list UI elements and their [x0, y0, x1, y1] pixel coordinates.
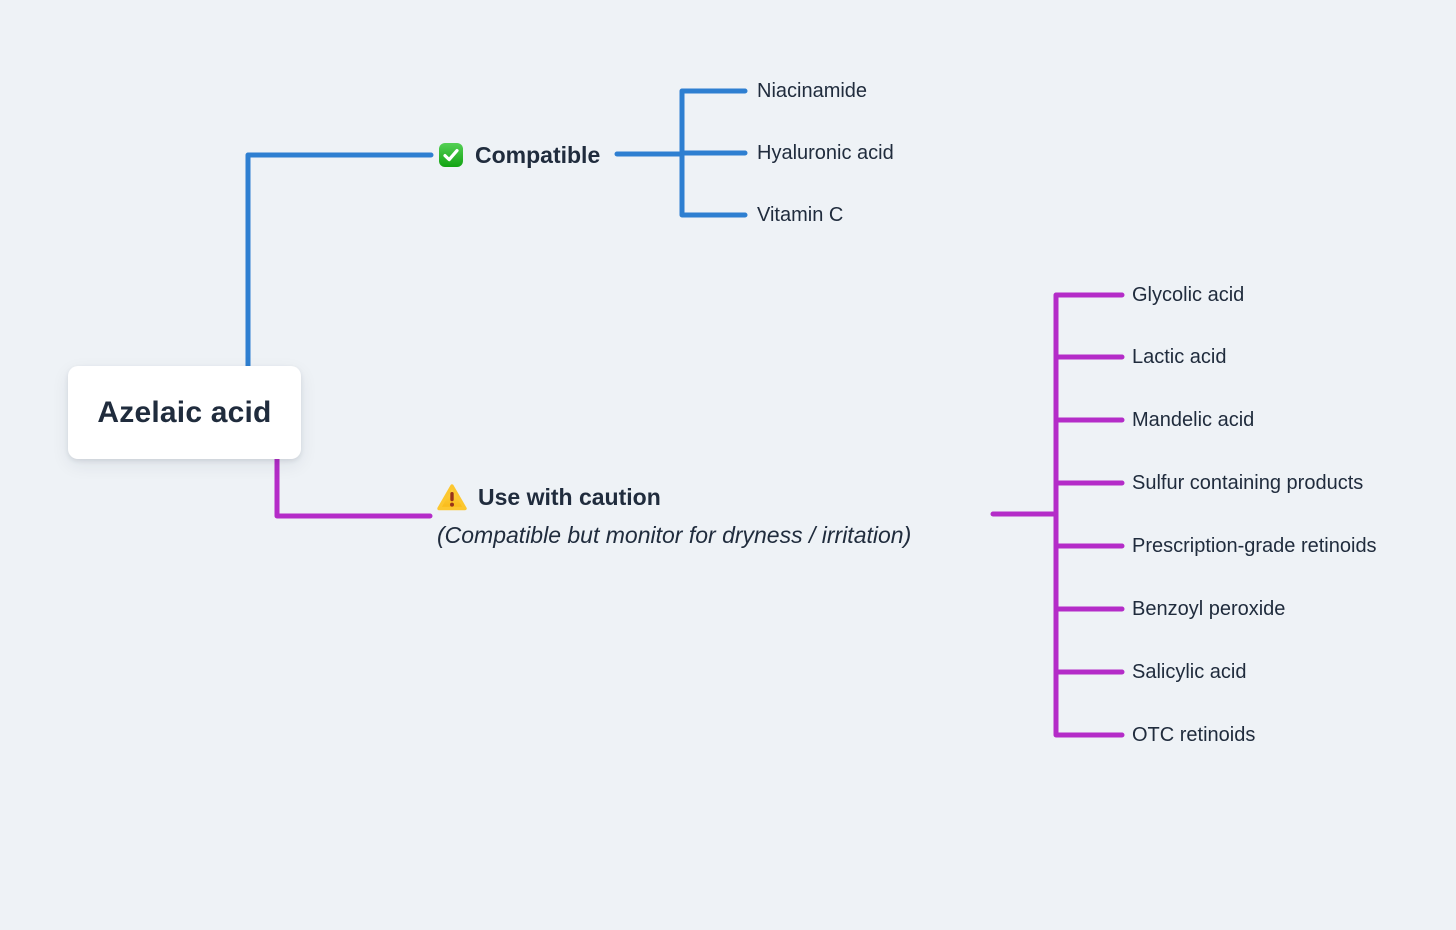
child-label-text: Vitamin C: [757, 203, 844, 226]
child-mandelic-acid[interactable]: Mandelic acid: [1132, 406, 1254, 434]
child-label-text: Glycolic acid: [1132, 283, 1245, 306]
child-label-text: Hyaluronic acid: [757, 141, 894, 164]
child-niacinamide[interactable]: Niacinamide: [757, 77, 867, 105]
child-glycolic-acid[interactable]: Glycolic acid: [1132, 281, 1244, 309]
branch-compatible[interactable]: Compatible: [438, 139, 600, 171]
child-label-text: OTC retinoids: [1132, 723, 1256, 746]
child-label-text: Lactic acid: [1132, 345, 1227, 368]
child-sulfur-products[interactable]: Sulfur containing products: [1132, 469, 1363, 497]
child-salicylic-acid[interactable]: Salicylic acid: [1132, 658, 1246, 686]
branch-caution-subtitle-text: (Compatible but monitor for dryness / ir…: [437, 521, 912, 548]
branch-caution-label: Use with caution: [478, 483, 661, 510]
check-icon: [438, 142, 464, 168]
warning-icon: [437, 483, 467, 511]
branch-caution-subtitle: (Compatible but monitor for dryness / ir…: [437, 516, 911, 554]
child-prescription-retinoids[interactable]: Prescription-grade retinoids: [1132, 532, 1377, 560]
child-label-text: Benzoyl peroxide: [1132, 597, 1286, 620]
branch-use-with-caution[interactable]: Use with caution (Compatible but monitor…: [437, 478, 911, 554]
child-label-text: Prescription-grade retinoids: [1132, 534, 1377, 557]
child-label-text: Niacinamide: [757, 79, 868, 102]
child-benzoyl-peroxide[interactable]: Benzoyl peroxide: [1132, 595, 1285, 623]
child-label-text: Salicylic acid: [1132, 660, 1247, 683]
child-label-text: Mandelic acid: [1132, 408, 1255, 431]
root-node-label: Azelaic acid: [97, 395, 272, 429]
child-otc-retinoids[interactable]: OTC retinoids: [1132, 721, 1255, 749]
child-lactic-acid[interactable]: Lactic acid: [1132, 343, 1227, 371]
branch-caution-title-row: Use with caution: [437, 478, 911, 516]
edge-root-to-compatible: [245, 152, 434, 369]
edge-compatible-spine: [679, 88, 748, 218]
child-hyaluronic-acid[interactable]: Hyaluronic acid: [757, 139, 894, 167]
branch-compatible-label: Compatible: [475, 141, 601, 168]
edge-root-to-caution: [274, 456, 433, 519]
child-vitamin-c[interactable]: Vitamin C: [757, 201, 843, 229]
child-label-text: Sulfur containing products: [1132, 471, 1364, 494]
edge-caution-spine: [1053, 292, 1125, 738]
root-node[interactable]: Azelaic acid: [68, 366, 301, 459]
